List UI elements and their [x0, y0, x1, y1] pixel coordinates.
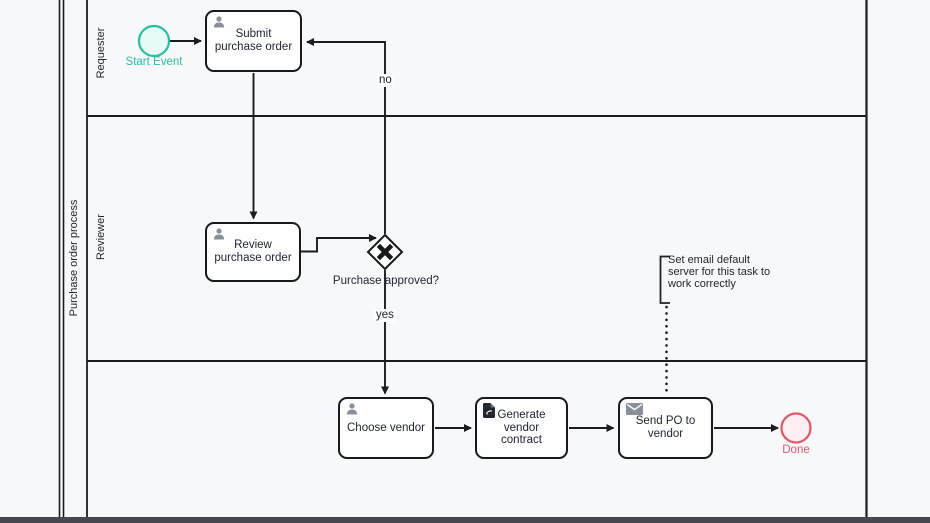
user-icon — [213, 228, 225, 240]
task-label: Submit purchase order — [214, 28, 293, 53]
flow-review-to-gateway[interactable] — [301, 234, 377, 253]
gateway-label: Purchase approved? — [332, 275, 440, 287]
document-icon — [483, 403, 495, 418]
annotation-bracket[interactable] — [659, 255, 671, 304]
task-label: Review purchase order — [214, 239, 292, 264]
task-generate-vendor-contract[interactable]: Generate vendor contract — [475, 397, 568, 459]
task-send-po-to-vendor[interactable]: Send PO to vendor — [618, 397, 713, 459]
end-event-circle[interactable] — [780, 412, 812, 444]
task-review-purchase-order[interactable]: Review purchase order — [205, 222, 301, 282]
lane-label-reviewer: Reviewer — [95, 214, 107, 260]
bottom-window-strip — [0, 517, 930, 523]
end-event-label: Done — [782, 444, 810, 456]
start-event-circle[interactable] — [137, 24, 171, 58]
task-submit-purchase-order[interactable]: Submit purchase order — [205, 10, 302, 72]
task-label: Send PO to vendor — [635, 415, 696, 440]
lane-label-requester: Requester — [95, 27, 107, 79]
flow-label-yes: yes — [374, 309, 396, 322]
flow-gateway-no-to-submit[interactable] — [306, 38, 386, 234]
task-choose-vendor[interactable]: Choose vendor — [338, 397, 434, 459]
pool-label: Purchase order process — [68, 199, 80, 317]
start-event-label: Start Event — [125, 56, 183, 68]
xor-gateway-marker-icon — [376, 243, 394, 261]
envelope-icon — [626, 403, 643, 415]
flow-label-no: no — [377, 74, 394, 87]
task-label: Generate vendor contract — [497, 408, 546, 447]
user-icon — [346, 403, 358, 415]
user-icon — [213, 16, 225, 28]
task-label: Choose vendor — [347, 421, 425, 434]
annotation-text: Set email default server for this task t… — [668, 254, 771, 290]
